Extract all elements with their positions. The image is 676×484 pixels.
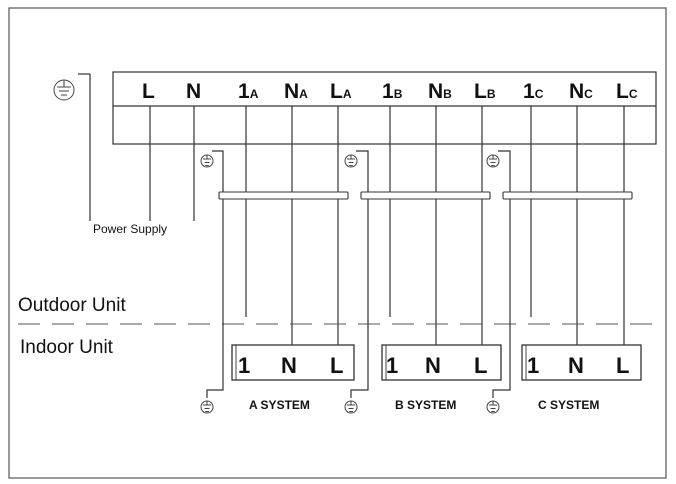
indoor-terminal-box bbox=[521, 344, 642, 381]
indoor-terminal-label: L bbox=[330, 353, 343, 378]
terminal-main: N bbox=[284, 80, 299, 103]
terminal-sub: A bbox=[343, 87, 352, 101]
terminal-label: 1A bbox=[238, 80, 259, 103]
power-supply-label: Power Supply bbox=[93, 222, 167, 236]
systems: 1 N L A SYSTEM 1 N L B SYSTEM 1 N L C SYSTEM bbox=[200, 150, 642, 414]
system-group: 1 N L B SYSTEM bbox=[344, 150, 502, 414]
ground-icon bbox=[486, 154, 500, 168]
ground-icon bbox=[200, 154, 214, 168]
indoor-terminal-label: 1 bbox=[238, 353, 250, 378]
terminal-label: NB bbox=[428, 80, 452, 103]
terminal-main: L bbox=[142, 80, 155, 103]
cable-bar bbox=[218, 191, 349, 200]
system-group: 1 N L A SYSTEM bbox=[200, 150, 355, 414]
system-label: A SYSTEM bbox=[249, 398, 310, 412]
indoor-terminal-label: L bbox=[616, 353, 629, 378]
terminal-label: LC bbox=[616, 80, 638, 103]
main-ground bbox=[53, 73, 91, 221]
ground-icon bbox=[200, 400, 214, 414]
terminal-main: L bbox=[474, 80, 487, 103]
system-label: C SYSTEM bbox=[538, 398, 599, 412]
terminal-main: 1 bbox=[238, 80, 250, 103]
system-label: B SYSTEM bbox=[395, 398, 456, 412]
terminal-sub: B bbox=[487, 87, 496, 101]
terminal-main: 1 bbox=[382, 80, 394, 103]
terminal-label: NA bbox=[284, 80, 308, 103]
outdoor-unit-label: Outdoor Unit bbox=[18, 295, 126, 316]
indoor-terminal-label: N bbox=[281, 353, 297, 378]
ground-wire bbox=[350, 150, 369, 398]
indoor-terminal-label: 1 bbox=[527, 353, 539, 378]
ground-icon bbox=[344, 154, 358, 168]
indoor-terminal-box bbox=[231, 344, 355, 381]
terminal-sub: A bbox=[299, 87, 308, 101]
terminal-label: LB bbox=[474, 80, 496, 103]
terminal-sub: C bbox=[535, 87, 544, 101]
terminal-label: N bbox=[186, 80, 201, 103]
indoor-terminal-label: N bbox=[425, 353, 441, 378]
system-group: 1 N L C SYSTEM bbox=[486, 150, 642, 414]
cable-bar bbox=[502, 191, 633, 200]
terminal-label: LA bbox=[330, 80, 352, 103]
terminal-sub: C bbox=[629, 87, 638, 101]
ground-icon bbox=[53, 79, 75, 101]
terminal-label: 1B bbox=[382, 80, 403, 103]
indoor-terminal-label: L bbox=[474, 353, 487, 378]
ground-icon bbox=[344, 400, 358, 414]
wires bbox=[149, 106, 625, 345]
indoor-terminal-label: N bbox=[568, 353, 584, 378]
terminal-block-frame bbox=[112, 71, 657, 145]
terminal-sub: A bbox=[250, 87, 259, 101]
ground-wire bbox=[206, 150, 224, 398]
terminal-sub: B bbox=[443, 87, 452, 101]
cable-bar bbox=[360, 191, 491, 200]
terminal-sub: B bbox=[394, 87, 403, 101]
indoor-terminal-box bbox=[381, 344, 502, 381]
ground-icon bbox=[486, 400, 500, 414]
terminal-label: NC bbox=[569, 80, 593, 103]
indoor-terminal-label: 1 bbox=[386, 353, 398, 378]
terminal-main: N bbox=[186, 80, 201, 103]
terminal-main: L bbox=[616, 80, 629, 103]
terminal-main: 1 bbox=[523, 80, 535, 103]
terminal-main: N bbox=[428, 80, 443, 103]
terminal-label: 1C bbox=[523, 80, 544, 103]
terminal-main: L bbox=[330, 80, 343, 103]
terminal-label: L bbox=[142, 80, 155, 103]
indoor-unit-label: Indoor Unit bbox=[20, 337, 114, 358]
diagram-border bbox=[8, 7, 667, 479]
ground-wire bbox=[492, 150, 511, 398]
terminal-sub: C bbox=[584, 87, 593, 101]
terminal-main: N bbox=[569, 80, 584, 103]
